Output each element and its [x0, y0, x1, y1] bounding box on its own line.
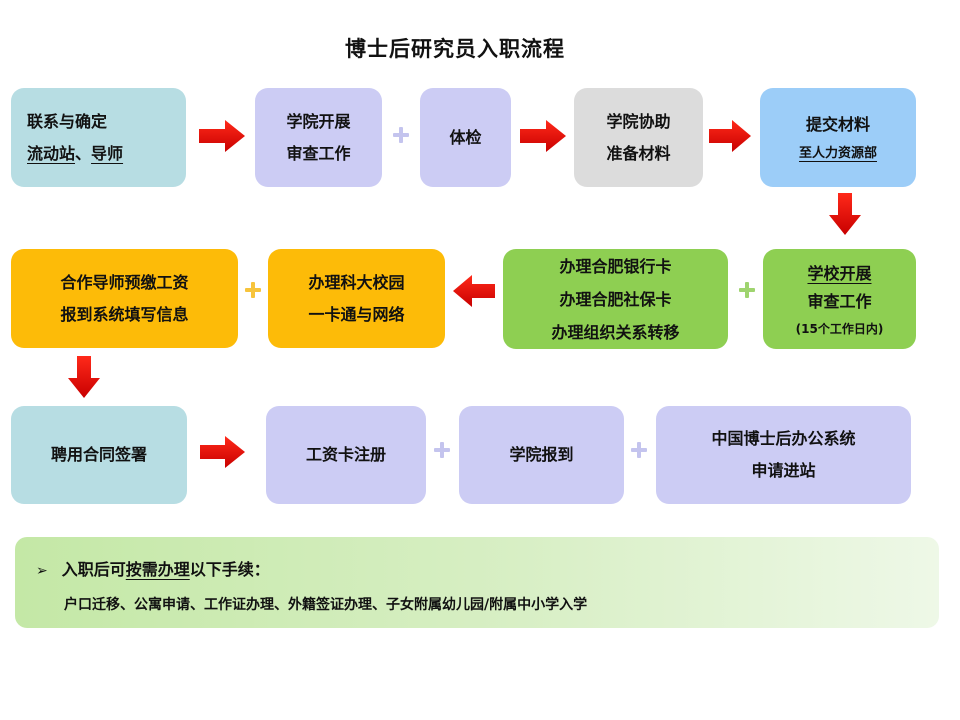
salary-card-label: 工资卡注册 [305, 445, 386, 464]
school-review-line: 审查工作 [807, 292, 872, 311]
college-review-box: 学院开展 审查工作 [255, 88, 382, 187]
salary-prepay-box: 合作导师预缴工资 报到系统填写信息 [11, 249, 238, 348]
hr-department-link: 至人力资源部 [798, 145, 877, 161]
college-assist-box: 学院协助 准备材料 [574, 88, 703, 187]
arrow-down-icon [68, 356, 100, 398]
salary-card-box: 工资卡注册 [266, 406, 426, 504]
college-assist-line: 学院协助 [606, 111, 671, 131]
college-report-label: 学院报到 [509, 445, 574, 464]
college-review-line: 学院开展 [286, 111, 351, 131]
college-report-box: 学院报到 [459, 406, 624, 504]
contact-separator: 、 [75, 143, 92, 163]
station-link: 流动站 [27, 143, 76, 163]
submit-materials-box: 提交材料 至人力资源部 [760, 88, 916, 187]
plus-icon [245, 282, 261, 298]
arrow-right-icon [520, 120, 566, 152]
note-items: 户口迁移、公寓申请、工作证办理、外籍签证办理、子女附属幼儿园/附属中小学入学 [64, 597, 588, 613]
physical-exam-label: 体检 [449, 127, 482, 147]
plus-icon [739, 282, 755, 298]
advisor-link: 导师 [91, 143, 124, 163]
note-heading-pre: 入职后可 [61, 560, 126, 579]
school-review-link: 学校开展 [807, 264, 872, 283]
arrow-right-icon [709, 120, 751, 152]
social-security-line: 办理合肥社保卡 [559, 289, 672, 309]
contact-targets: 流动站、导师 [27, 138, 123, 170]
campus-card-box: 办理科大校园 一卡通与网络 [268, 249, 445, 348]
arrow-down-icon [829, 193, 861, 235]
arrow-left-icon [453, 275, 495, 307]
triangle-bullet-icon: ➢ [36, 563, 48, 579]
note-panel [15, 537, 939, 628]
school-review-note: (15个工作日内) [795, 322, 884, 336]
contact-label: 联系与确定 [27, 111, 108, 131]
page-title: 博士后研究员入职流程 [345, 37, 565, 61]
contract-sign-label: 聘用合同签署 [50, 445, 147, 464]
note-heading: ➢ 入职后可按需办理以下手续： [36, 556, 270, 580]
national-system-line: 中国博士后办公系统 [711, 429, 856, 448]
salary-prepay-line: 合作导师预缴工资 [60, 272, 189, 292]
college-review-line: 审查工作 [286, 143, 351, 163]
campus-card-line: 一卡通与网络 [308, 304, 405, 324]
national-system-line: 申请进站 [751, 461, 816, 480]
campus-card-line: 办理科大校园 [308, 272, 405, 292]
note-heading-post: 以下手续： [189, 560, 270, 579]
plus-icon [631, 442, 647, 458]
school-review-line: 学校开展 [807, 260, 871, 288]
arrow-right-icon [199, 120, 245, 152]
contact-station-advisor-box: 联系与确定 流动站、导师 [11, 88, 186, 187]
arrow-right-icon [200, 436, 245, 468]
report-system-line: 报到系统填写信息 [60, 304, 189, 324]
bank-card-box: 办理合肥银行卡 办理合肥社保卡 办理组织关系转移 [503, 249, 728, 349]
note-heading-link: 按需办理 [125, 560, 190, 579]
org-transfer-line: 办理组织关系转移 [551, 322, 680, 342]
college-assist-line: 准备材料 [606, 143, 671, 163]
plus-icon [393, 127, 409, 143]
contract-sign-box: 聘用合同签署 [11, 406, 187, 504]
plus-icon [434, 442, 450, 458]
bank-card-line: 办理合肥银行卡 [559, 256, 672, 276]
physical-exam-box: 体检 [420, 88, 511, 187]
submit-materials-title: 提交材料 [805, 114, 870, 134]
national-system-box: 中国博士后办公系统 申请进站 [656, 406, 911, 504]
school-review-box: 学校开展 审查工作 (15个工作日内) [763, 249, 916, 349]
